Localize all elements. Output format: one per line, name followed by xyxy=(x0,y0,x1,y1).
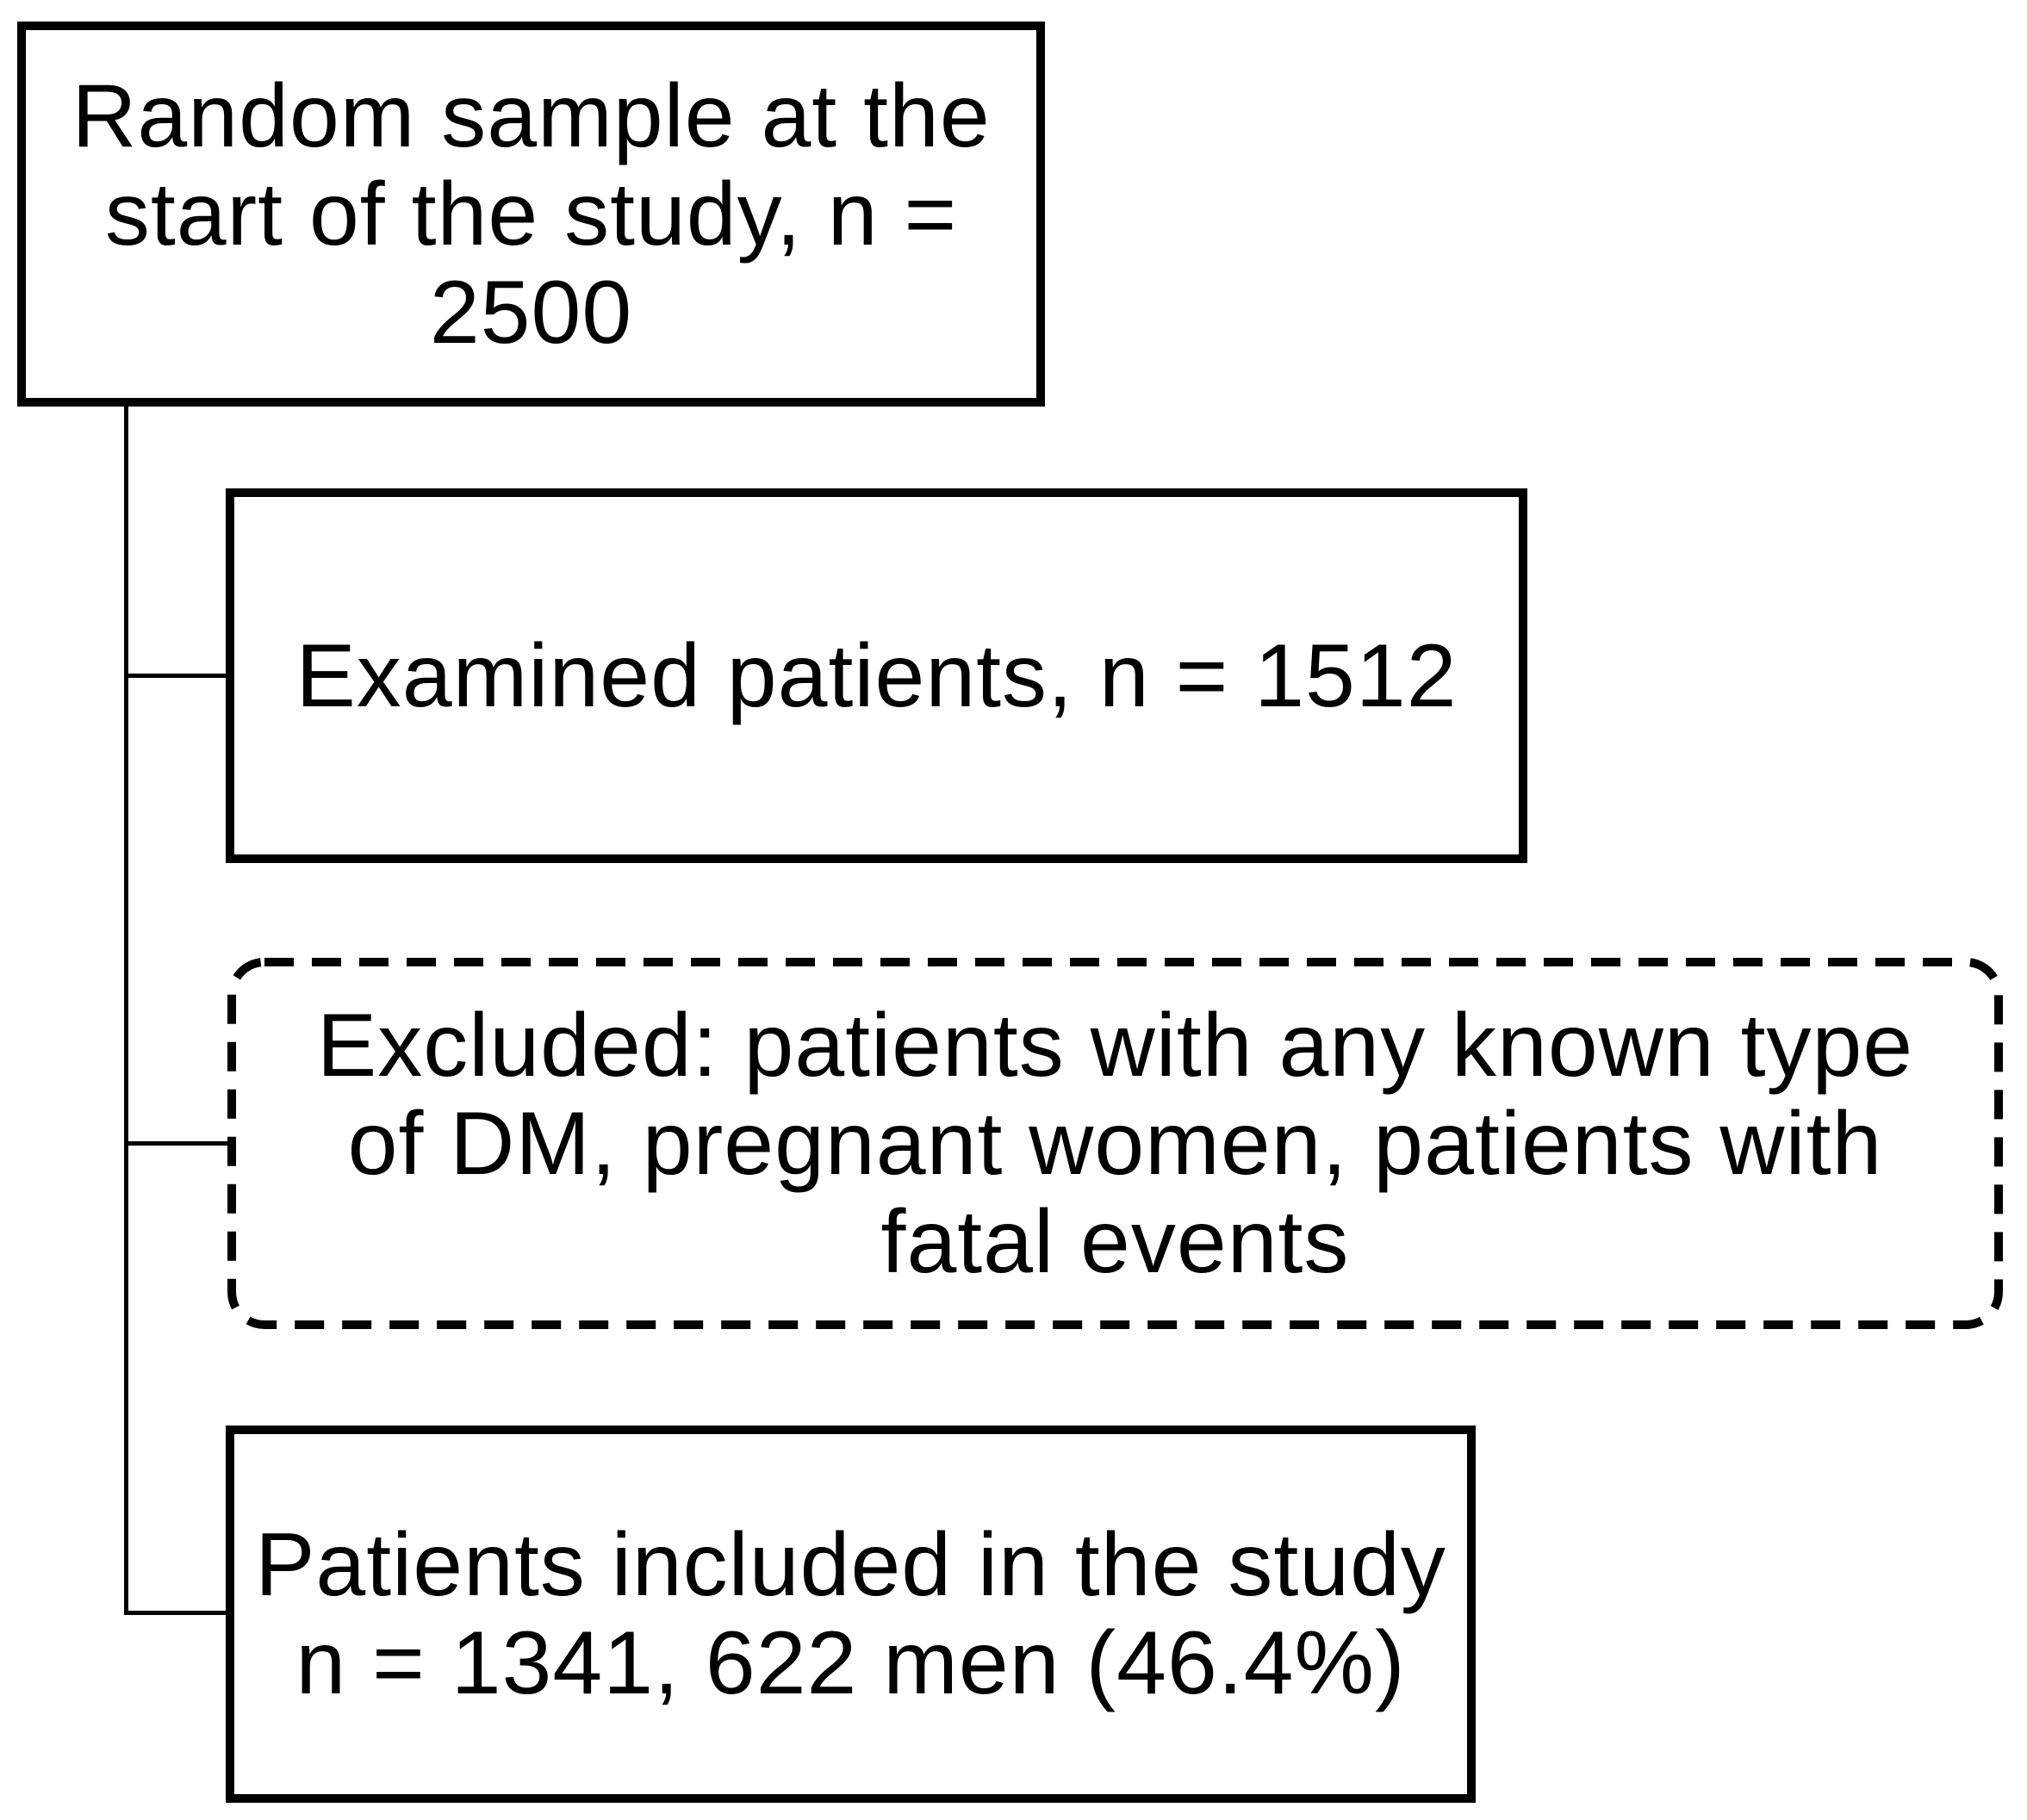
node-excluded-text: Excluded: patients with any known type o… xyxy=(317,997,1913,1291)
connector-branch-excluded xyxy=(127,1141,227,1146)
node-examined-patients: Examined patients, n = 1512 xyxy=(226,488,1527,863)
connector-branch-examined xyxy=(127,674,226,678)
node-included-patients-line-1: Patients included in the study xyxy=(255,1515,1446,1615)
node-excluded-patients: Excluded: patients with any known type o… xyxy=(227,958,2003,1329)
node-excluded-patients-line-1: Excluded: patients with any known type xyxy=(316,995,1914,1096)
node-examined-patients-line-1: Examined patients, n = 1512 xyxy=(295,625,1458,726)
connector-trunk-line xyxy=(124,402,128,1615)
node-excluded-patients-line-3: fatal events xyxy=(880,1191,1350,1292)
node-random-sample-line-1: Random sample at the xyxy=(72,65,991,166)
node-included-patients: Patients included in the study n = 1341,… xyxy=(226,1426,1476,1803)
node-excluded-patients-line-2: of DM, pregnant women, patients with xyxy=(347,1093,1883,1194)
node-random-sample-line-2: start of the study, n = xyxy=(104,164,958,264)
node-included-patients-line-2: n = 1341, 622 men (46.4%) xyxy=(295,1613,1406,1713)
connector-branch-included xyxy=(127,1611,226,1615)
node-random-sample: Random sample at the start of the study,… xyxy=(17,22,1045,407)
node-random-sample-line-3: 2500 xyxy=(429,262,633,363)
